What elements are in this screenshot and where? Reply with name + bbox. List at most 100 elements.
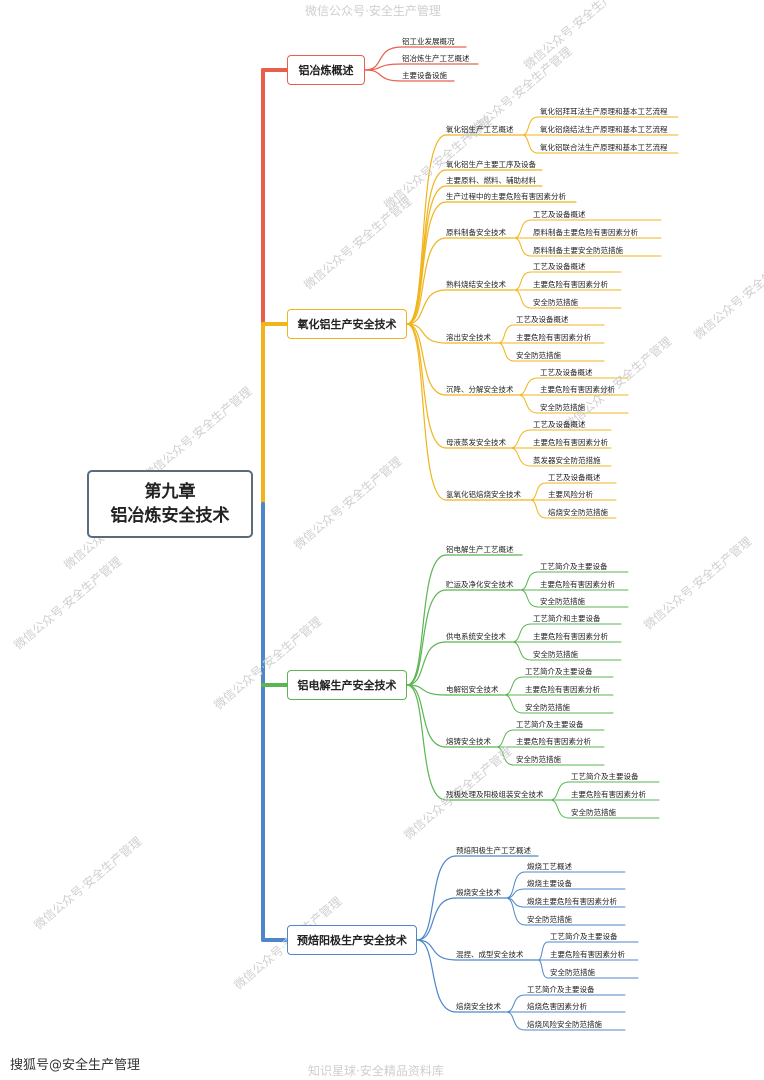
connector <box>503 676 524 696</box>
connector <box>537 941 549 961</box>
detail-4-4-2[interactable]: 焙烧危害因素分析 <box>527 1002 587 1011</box>
detail-3-2-2[interactable]: 主要危险有害因素分析 <box>540 580 615 589</box>
connector <box>406 323 447 501</box>
subtopic-3-1[interactable]: 铝电解生产工艺概述 <box>446 545 514 554</box>
detail-3-2-1[interactable]: 工艺简介及主要设备 <box>540 562 608 571</box>
detail-3-4-1[interactable]: 工艺简介及主要设备 <box>525 667 593 676</box>
connector <box>529 482 547 501</box>
connector <box>549 781 570 801</box>
detail-2-5-3[interactable]: 原料制备主要安全防范措施 <box>533 246 623 255</box>
detail-2-6-1[interactable]: 工艺及设备概述 <box>533 262 586 271</box>
detail-2-10-1[interactable]: 工艺及设备概述 <box>548 473 601 482</box>
subtopic-4-3[interactable]: 混捏、成型安全技术 <box>456 950 524 959</box>
detail-2-9-2[interactable]: 主要危险有害因素分析 <box>533 438 608 447</box>
subtopic-4-4[interactable]: 焙烧安全技术 <box>456 1002 501 1011</box>
detail-3-2-3[interactable]: 安全防范措施 <box>540 597 585 606</box>
branch-3-topic[interactable]: 铝电解生产安全技术 <box>287 670 407 700</box>
connector <box>511 623 532 643</box>
connector <box>503 694 524 714</box>
detail-3-6-1[interactable]: 工艺简介及主要设备 <box>571 772 639 781</box>
connector <box>406 201 447 325</box>
connector <box>505 994 526 1013</box>
detail-3-5-2[interactable]: 主要危险有害因素分析 <box>516 737 591 746</box>
detail-2-7-1[interactable]: 工艺及设备概述 <box>516 315 569 324</box>
detail-3-4-3[interactable]: 安全防范措施 <box>525 703 570 712</box>
subtopic-1-2[interactable]: 铝冶炼生产工艺概述 <box>402 54 470 63</box>
watermark-text: 知识星球·安全精品资料库 <box>308 1064 444 1078</box>
subtopic-3-2[interactable]: 贮运及净化安全技术 <box>446 580 514 589</box>
detail-4-3-1[interactable]: 工艺简介及主要设备 <box>550 932 618 941</box>
detail-4-3-3[interactable]: 安全防范措施 <box>550 968 595 977</box>
detail-4-2-1[interactable]: 煅烧工艺概述 <box>527 862 572 871</box>
detail-2-8-1[interactable]: 工艺及设备概述 <box>540 368 593 377</box>
connector <box>406 589 447 686</box>
detail-3-3-2[interactable]: 主要危险有害因素分析 <box>533 632 608 641</box>
connector <box>513 271 532 291</box>
detail-4-3-2[interactable]: 主要危险有害因素分析 <box>550 950 625 959</box>
detail-2-6-2[interactable]: 主要危险有害因素分析 <box>533 280 608 289</box>
connector <box>505 1011 526 1031</box>
subtopic-3-6[interactable]: 残极处理及阳极组装安全技术 <box>446 790 544 799</box>
detail-4-2-4[interactable]: 安全防范措施 <box>527 915 572 924</box>
connector <box>513 289 532 309</box>
detail-3-6-3[interactable]: 安全防范措施 <box>571 808 616 817</box>
detail-3-5-1[interactable]: 工艺简介及主要设备 <box>516 720 584 729</box>
detail-2-5-2[interactable]: 原料制备主要危险有害因素分析 <box>533 228 638 237</box>
branch-1-topic[interactable]: 铝冶炼概述 <box>287 55 365 85</box>
root-title-line2: 铝冶炼安全技术 <box>110 506 230 526</box>
connector <box>406 323 447 344</box>
detail-2-8-3[interactable]: 安全防范措施 <box>540 403 585 412</box>
detail-4-4-1[interactable]: 工艺简介及主要设备 <box>527 985 595 994</box>
subtopic-2-5[interactable]: 原料制备安全技术 <box>446 228 506 237</box>
detail-2-6-3[interactable]: 安全防范措施 <box>533 298 578 307</box>
subtopic-3-3[interactable]: 供电系统安全技术 <box>446 632 506 641</box>
detail-3-3-1[interactable]: 工艺简介和主要设备 <box>533 614 601 623</box>
watermark-text: 微信公众号·安全生产管理 <box>305 4 441 18</box>
detail-4-2-2[interactable]: 煅烧主要设备 <box>527 879 572 888</box>
connector <box>416 897 457 941</box>
detail-2-5-1[interactable]: 工艺及设备概述 <box>533 210 586 219</box>
connector <box>364 69 403 82</box>
detail-2-7-3[interactable]: 安全防范措施 <box>516 351 561 360</box>
detail-2-1-3[interactable]: 氧化铝联合法生产原理和基本工艺流程 <box>540 143 668 152</box>
subtopic-3-5[interactable]: 熔铸安全技术 <box>446 737 491 746</box>
detail-3-5-3[interactable]: 安全防范措施 <box>516 755 561 764</box>
branch-4-topic[interactable]: 预焙阳极生产安全技术 <box>287 925 417 955</box>
detail-2-1-2[interactable]: 氧化铝烧结法生产原理和基本工艺流程 <box>540 125 668 134</box>
detail-3-3-3[interactable]: 安全防范措施 <box>533 650 578 659</box>
connector <box>406 323 447 396</box>
subtopic-3-4[interactable]: 电解铝安全技术 <box>446 685 499 694</box>
subtopic-2-9[interactable]: 母液蒸发安全技术 <box>446 438 506 447</box>
subtopic-2-3[interactable]: 主要原料、燃料、辅助材料 <box>446 176 536 185</box>
detail-4-2-3[interactable]: 煅烧主要危险有害因素分析 <box>527 897 617 906</box>
connector <box>519 589 539 608</box>
detail-2-9-3[interactable]: 蒸发器安全防范措施 <box>533 456 601 465</box>
subtopic-2-8[interactable]: 沉降、分解安全技术 <box>446 385 514 394</box>
subtopic-1-1[interactable]: 铝工业发展概况 <box>402 37 455 46</box>
root-topic[interactable]: 第九章 铝冶炼安全技术 <box>87 470 253 538</box>
subtopic-2-10[interactable]: 氢氧化铝焙烧安全技术 <box>446 490 521 499</box>
connector <box>406 237 447 325</box>
connector <box>416 939 457 961</box>
detail-2-1-1[interactable]: 氧化铝拜耳法生产原理和基本工艺流程 <box>540 107 668 116</box>
subtopic-2-4[interactable]: 生产过程中的主要危险有害因素分析 <box>446 192 566 201</box>
subtopic-2-2[interactable]: 氧化铝生产主要工序及设备 <box>446 160 536 169</box>
subtopic-4-1[interactable]: 预焙阳极生产工艺概述 <box>456 846 531 855</box>
subtopic-2-7[interactable]: 溶出安全技术 <box>446 333 491 342</box>
detail-2-9-1[interactable]: 工艺及设备概述 <box>533 420 586 429</box>
subtopic-2-1[interactable]: 氧化铝生产工艺概述 <box>446 125 514 134</box>
subtopic-1-3[interactable]: 主要设备设施 <box>402 71 447 80</box>
branch-2-topic[interactable]: 氧化铝生产安全技术 <box>287 309 407 339</box>
detail-4-4-3[interactable]: 焙烧风险安全防范措施 <box>527 1020 602 1029</box>
detail-2-10-3[interactable]: 焙烧安全防范措施 <box>548 508 608 517</box>
detail-2-8-2[interactable]: 主要危险有害因素分析 <box>540 385 615 394</box>
detail-3-6-2[interactable]: 主要危险有害因素分析 <box>571 790 646 799</box>
detail-2-7-2[interactable]: 主要危险有害因素分析 <box>516 333 591 342</box>
subtopic-2-6[interactable]: 熟料烧结安全技术 <box>446 280 506 289</box>
detail-2-10-2[interactable]: 主要风险分析 <box>548 490 593 499</box>
subtopic-4-2[interactable]: 煅烧安全技术 <box>456 888 501 897</box>
detail-3-4-2[interactable]: 主要危险有害因素分析 <box>525 685 600 694</box>
connector <box>537 959 549 979</box>
connector <box>406 684 447 801</box>
